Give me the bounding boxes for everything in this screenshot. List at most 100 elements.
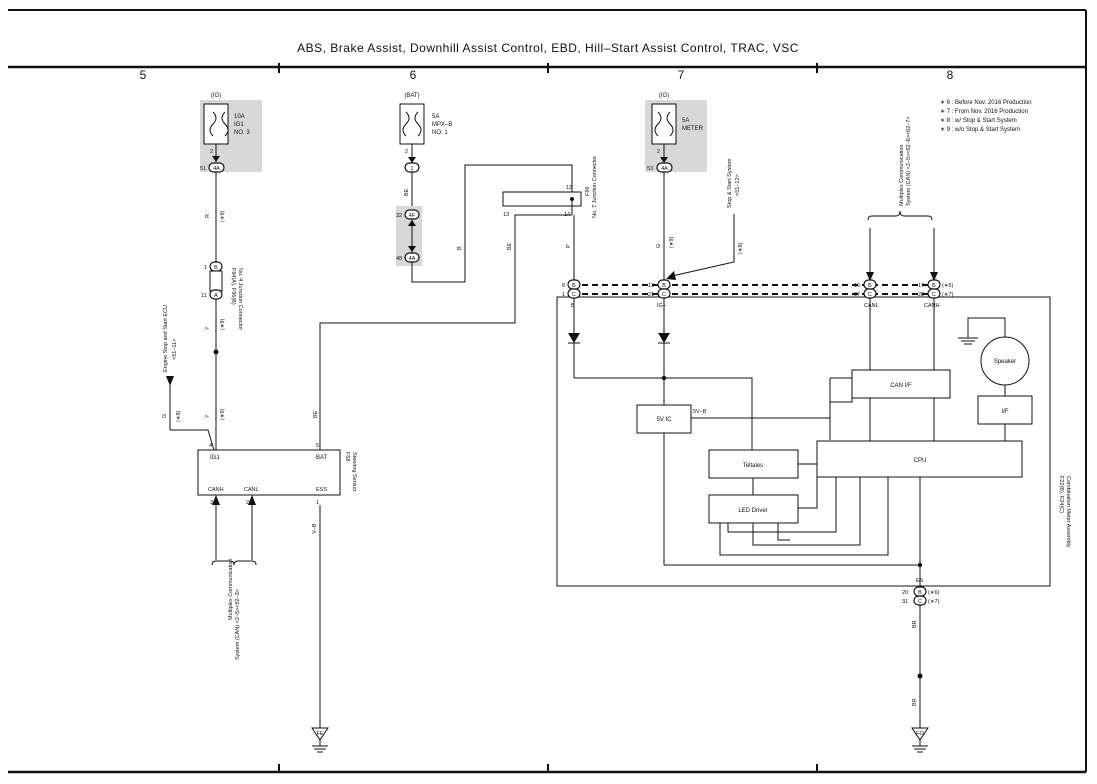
mpx-label: Multiplex Communication <box>899 145 905 206</box>
fuse-rating: 5A <box>432 114 439 120</box>
terminal-label: BAT <box>316 455 328 461</box>
wire-color-label: BR <box>912 620 918 628</box>
svg-text:(∗7): (∗7) <box>942 292 953 298</box>
svg-text:13: 13 <box>648 283 654 289</box>
ecu-label: <51–11> <box>172 339 178 360</box>
wire-color-label: BE <box>313 410 319 418</box>
block-label: CPU <box>914 458 927 464</box>
block-label: Teltales <box>743 463 763 469</box>
meter-pin: B 13 C 21 <box>648 279 671 299</box>
fuse-meter: (IG) 5A METER 2 4A 53 <box>645 93 707 173</box>
svg-text:B: B <box>662 283 666 289</box>
terminal-label: CANH <box>208 487 224 493</box>
connector-code: 4A <box>213 166 220 172</box>
wire-color-label: B <box>457 246 463 250</box>
wire-color-label: BE <box>507 242 513 250</box>
pin-number: 31 <box>902 599 908 605</box>
ground-fo: FO <box>911 727 929 753</box>
pin-number: 5 <box>316 443 319 449</box>
terminal-label: ESS <box>316 487 327 493</box>
connector-label: No. 4 Junction Connector <box>237 268 243 330</box>
fuse-name: METER <box>682 126 704 132</box>
terminal-label: CANH <box>924 303 940 309</box>
meter-pin: B 16 C 27 <box>854 279 877 299</box>
junction-connector-4: B 1 A 11 F94(A), F95(B) No. 4 Junction C… <box>201 261 243 330</box>
pin-number: 20 <box>902 590 908 596</box>
pin-number: 3 <box>210 500 213 506</box>
block-label: CAN I/F <box>890 383 912 389</box>
wire-note: (∗6) <box>928 590 939 596</box>
mpx-label: System (CAN) <2–5><62–3> <box>235 589 241 660</box>
pin-number: 2 <box>210 149 213 155</box>
pin-number: 1 <box>316 500 319 506</box>
svg-text:16: 16 <box>854 283 860 289</box>
fuse-name: MPX–B <box>432 122 452 128</box>
fuse-source-label: (IG) <box>211 93 221 99</box>
ground-code: FO <box>916 731 924 737</box>
svg-text:C: C <box>572 292 576 298</box>
column-number: 5 <box>140 68 147 82</box>
ecu-label: Engine Stop and Start ECU <box>163 305 169 372</box>
connector-code: 4A <box>661 166 668 172</box>
fuse-ig1-no3: (IG) 10A IG1 NO. 3 2 4A 51 <box>200 93 262 173</box>
fuse-name: NO. 1 <box>432 130 448 136</box>
connector-label: F94(A), F95(B) <box>230 268 236 305</box>
connector-label: F96 <box>585 187 591 196</box>
block-label: I/F <box>1002 409 1009 415</box>
pin-number: 2 <box>405 149 408 155</box>
component-code: F58 <box>344 452 350 461</box>
svg-text:(∗6): (∗6) <box>942 283 953 289</box>
wire-color-label: BR <box>912 698 918 706</box>
meter-pin: B 8 C 1 <box>562 279 581 299</box>
terminal-label: CANL <box>244 487 259 493</box>
connector-32-48: 4F 32 4A 48 <box>396 206 422 266</box>
speaker-label: Speaker <box>994 359 1016 365</box>
fuse-name: IG1 <box>234 122 244 128</box>
column-number: 6 <box>410 68 417 82</box>
wire-color-label: Y <box>205 326 211 330</box>
wire-note: (∗7) <box>928 599 939 605</box>
connector-code: A <box>214 293 218 299</box>
fuse-rating: 5A <box>682 118 689 124</box>
connector-code: 1 <box>410 166 413 172</box>
pin-number: 53 <box>647 166 653 172</box>
svg-text:C: C <box>662 292 666 298</box>
wire-note: (∗9) <box>669 237 675 248</box>
pin-number: 1 <box>204 265 207 271</box>
connector-code: C <box>918 599 922 605</box>
fuse-name: NO. 3 <box>234 130 250 136</box>
mpx-label: System (CAN) <2–5><62–6><62–7> <box>906 116 912 206</box>
terminal-label: CANL <box>864 303 879 309</box>
svg-text:B: B <box>868 283 872 289</box>
connector-label: No. 7 Junction Connector <box>592 156 598 218</box>
pin-number: 51 <box>200 166 206 172</box>
wire-color-label: R <box>205 214 211 218</box>
steering-sensor: 4 5 IG1 BAT CANH CANL ESS 3 2 1 F58 Stee… <box>197 443 357 506</box>
terminal-label: ES <box>916 578 924 584</box>
wire-color-label: G <box>162 414 168 418</box>
component-name: Combination Meter Assembly <box>1065 476 1071 548</box>
component-code: F22(B), F24(C) <box>1058 476 1064 513</box>
pin-number: 11 <box>201 293 207 299</box>
pin-number: 12 <box>566 185 572 191</box>
pin-number: 2 <box>657 149 660 155</box>
pin-number: 32 <box>396 213 402 219</box>
connector-code: 4F <box>409 213 416 219</box>
connector-code: B <box>918 590 922 596</box>
ground-code: FE <box>316 731 323 737</box>
note-text: ∗ 7 : From Nov. 2016 Production <box>940 109 1028 115</box>
svg-text:B: B <box>572 283 576 289</box>
note-text: ∗ 6 : Before Nov. 2016 Production <box>940 100 1032 106</box>
system-label: <51–12> <box>735 174 741 196</box>
wire-note: (∗9) <box>220 319 226 330</box>
svg-text:21: 21 <box>648 292 654 298</box>
terminal-label: B <box>571 303 575 309</box>
terminal-label: IG1 <box>210 455 220 461</box>
terminal-label: IG+ <box>657 303 666 309</box>
column-number: 8 <box>947 68 954 82</box>
wire-note: (∗8) <box>738 243 744 254</box>
ground-fe: FE <box>311 727 329 753</box>
svg-text:27: 27 <box>854 292 860 298</box>
svg-text:17: 17 <box>918 283 924 289</box>
diagram-title: ABS, Brake Assist, Downhill Assist Contr… <box>297 41 799 55</box>
